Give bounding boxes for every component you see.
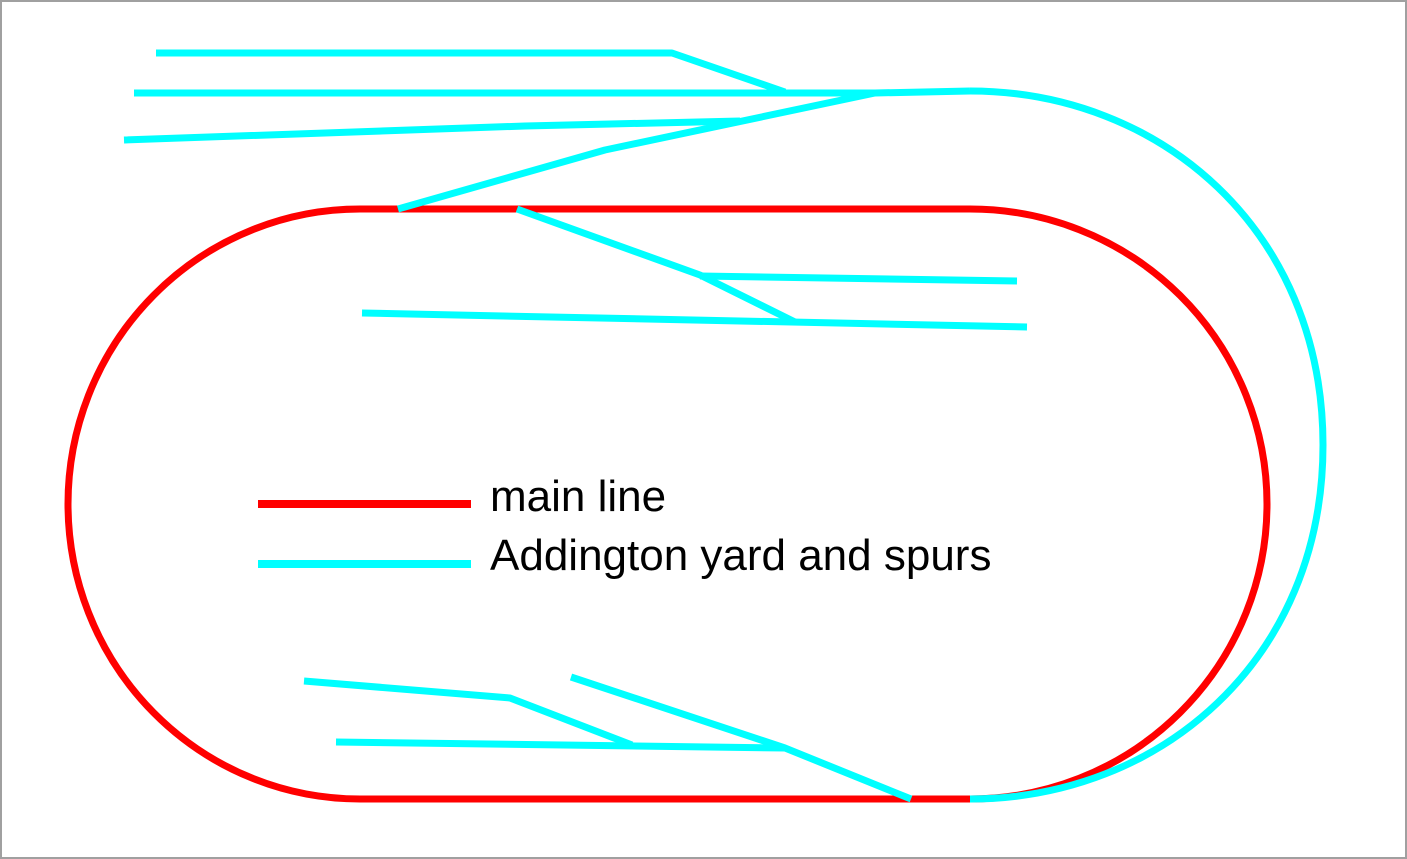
bottom-spur-1 (335, 738, 786, 752)
inner-spur-1 (699, 272, 1018, 285)
legend-label-yard: Addington yard and spurs (490, 531, 991, 580)
legend-item-main-line: main line (258, 472, 666, 521)
yard-track-top-1 (156, 49, 787, 96)
legend-label-main-line: main line (490, 472, 666, 521)
bottom-spur-2 (303, 677, 634, 749)
inner-spur-2 (361, 309, 1028, 331)
addington-yard-and-spurs (123, 49, 1327, 803)
yard-return-curve (969, 87, 1327, 803)
legend-item-yard: Addington yard and spurs (258, 531, 991, 580)
inner-spur-lead (515, 205, 797, 326)
yard-track-top-3 (123, 117, 741, 144)
legend: main line Addington yard and spurs (258, 472, 991, 580)
